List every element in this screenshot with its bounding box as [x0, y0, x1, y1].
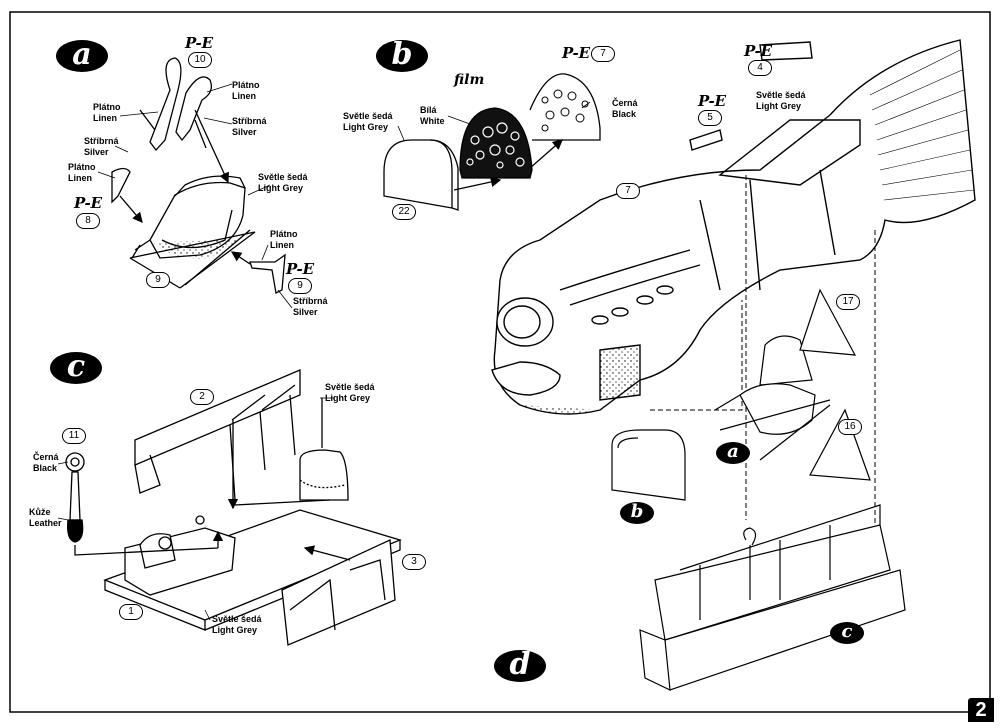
part-number-9b: 9	[288, 278, 312, 294]
part-number-4: 4	[748, 60, 772, 76]
part-number-7a: 7	[591, 46, 615, 62]
part-number-1: 1	[119, 604, 143, 620]
leader-lines-a	[97, 83, 293, 309]
part-number-2: 2	[190, 389, 214, 405]
part-number-8: 8	[76, 213, 100, 229]
panel-b-drawing	[383, 73, 601, 211]
page-number: 2	[968, 698, 994, 722]
section-ref-c: c	[830, 622, 864, 644]
part-number-22: 22	[392, 204, 416, 220]
section-ref-b: b	[620, 502, 654, 524]
cockpit-c-drawing	[65, 369, 402, 646]
part-number-5: 5	[698, 110, 722, 126]
pe-label-5: P-E	[698, 92, 727, 110]
section-ref-a: a	[716, 442, 750, 464]
section-d-badge: d	[494, 650, 546, 682]
pe-label-8: P-E	[74, 194, 103, 212]
part-number-10: 10	[188, 52, 212, 68]
section-c-badge: c	[50, 352, 102, 384]
seat-d-drawing	[611, 288, 906, 692]
pe-label-7: P-E	[562, 44, 591, 62]
fuselage-drawing	[491, 39, 976, 415]
assembly-lines-d	[650, 175, 876, 545]
pe-label-10: P-E	[185, 34, 214, 52]
seat-a-drawing	[111, 57, 286, 294]
part-number-7b: 7	[616, 183, 640, 199]
section-a-badge: a	[56, 40, 108, 72]
leader-lines-b	[397, 101, 591, 141]
pe-label-9: P-E	[286, 260, 315, 278]
part-number-17: 17	[836, 294, 860, 310]
part-number-3: 3	[402, 554, 426, 570]
part-number-9a: 9	[146, 272, 170, 288]
pe-label-4: P-E	[744, 42, 773, 60]
page-frame	[9, 11, 991, 713]
film-label: film	[454, 72, 485, 88]
leader-lines-c	[57, 397, 334, 621]
part-number-11: 11	[62, 428, 86, 444]
section-b-badge: b	[376, 40, 428, 72]
part-number-16: 16	[838, 419, 862, 435]
